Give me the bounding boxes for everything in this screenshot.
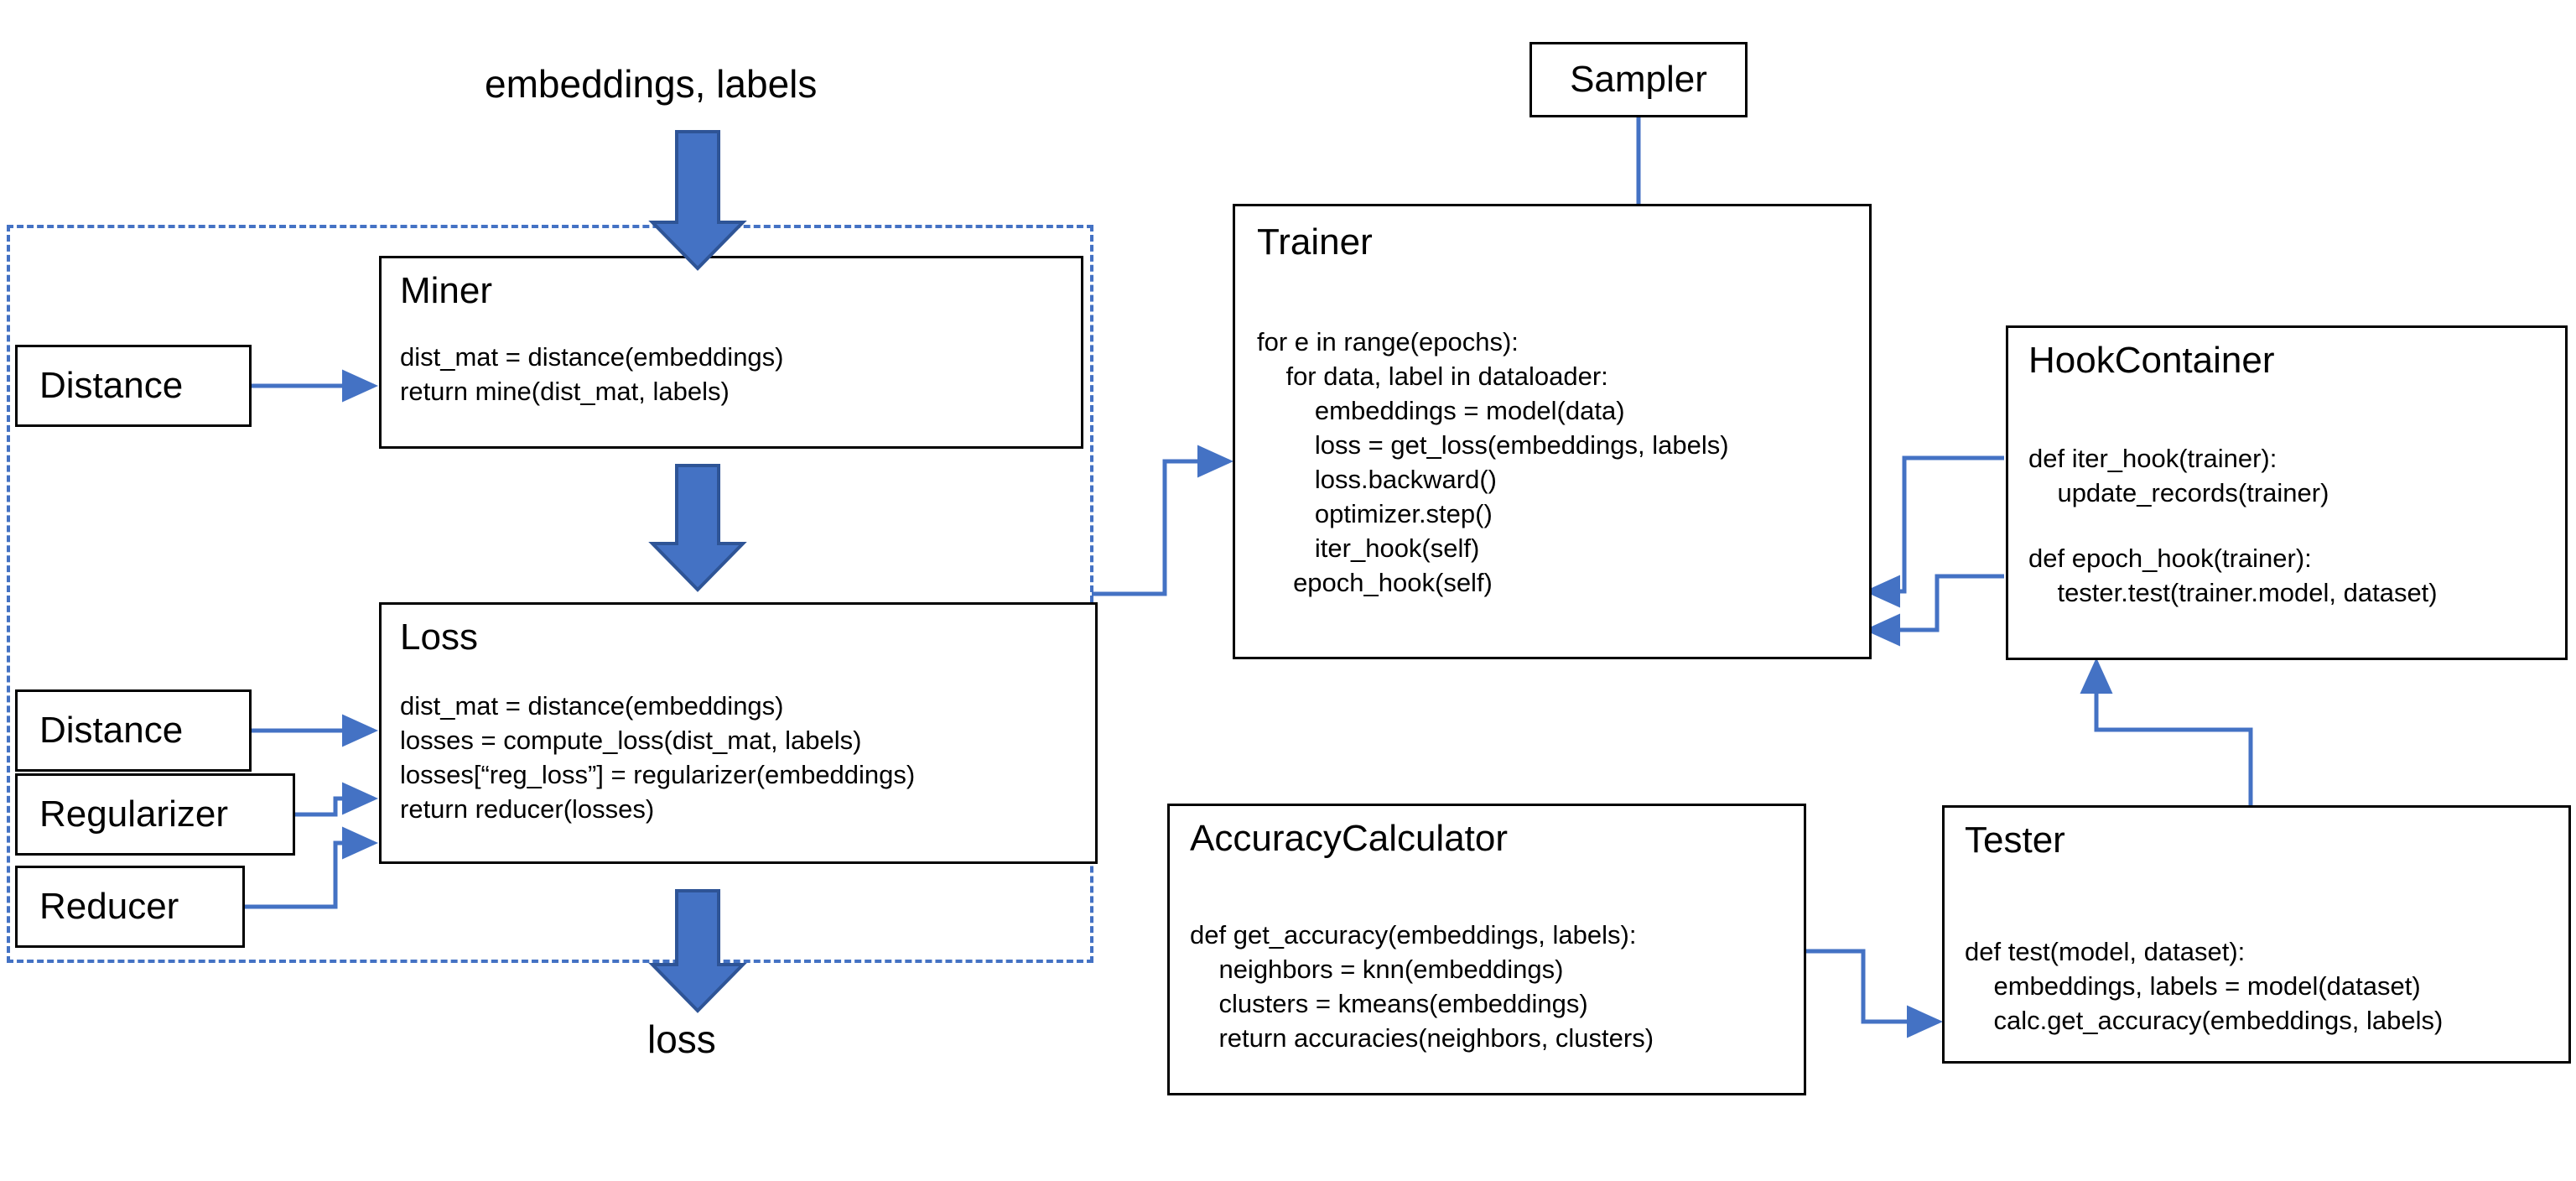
loss-title: Loss bbox=[400, 617, 478, 658]
trainer-code-line-0: for e in range(epochs): bbox=[1257, 327, 1519, 356]
trainer-code-line-7: epoch_hook(self) bbox=[1257, 568, 1493, 597]
loss-code-line-3: return reducer(losses) bbox=[400, 794, 655, 824]
trainer-code-line-1: for data, label in dataloader: bbox=[1257, 362, 1608, 391]
arrow-accuracycalculator-to-tester bbox=[1805, 949, 1944, 1038]
arrow-iterhook-to-trainer bbox=[1863, 455, 2004, 608]
node-accuracycalculator[interactable]: AccuracyCalculator def get_accuracy(embe… bbox=[1167, 804, 1806, 1095]
trainer-code-line-3: loss = get_loss(embeddings, labels) bbox=[1257, 430, 1729, 460]
distance-loss-label: Distance bbox=[39, 710, 184, 751]
node-distance-miner[interactable]: Distance bbox=[15, 345, 252, 427]
miner-title: Miner bbox=[400, 270, 493, 311]
tester-code-line-1: embeddings, labels = model(dataset) bbox=[1965, 971, 2421, 1001]
accuracycalculator-code-line-3: return accuracies(neighbors, clusters) bbox=[1190, 1023, 1654, 1053]
loss-code-line-1: losses = compute_loss(dist_mat, labels) bbox=[400, 726, 862, 755]
tester-title: Tester bbox=[1965, 819, 2065, 861]
output-label: loss bbox=[647, 1017, 716, 1061]
hookcontainer-code-line-4: tester.test(trainer.model, dataset) bbox=[2028, 578, 2438, 607]
trainer-title: Trainer bbox=[1257, 221, 1373, 263]
hookcontainer-code-line-0: def iter_hook(trainer): bbox=[2028, 444, 2277, 473]
trainer-code-line-4: loss.backward() bbox=[1257, 465, 1497, 494]
hookcontainer-code-line-1: update_records(trainer) bbox=[2028, 478, 2329, 507]
tester-code-line-0: def test(model, dataset): bbox=[1965, 937, 2246, 966]
trainer-code-line-2: embeddings = model(data) bbox=[1257, 396, 1625, 425]
hookcontainer-code-line-3: def epoch_hook(trainer): bbox=[2028, 544, 2312, 573]
node-sampler[interactable]: Sampler bbox=[1530, 42, 1748, 117]
trainer-code-line-6: iter_hook(self) bbox=[1257, 533, 1480, 563]
input-label: embeddings, labels bbox=[485, 62, 818, 106]
accuracycalculator-code-line-0: def get_accuracy(embeddings, labels): bbox=[1190, 920, 1637, 949]
accuracycalculator-code-line-1: neighbors = knn(embeddings) bbox=[1190, 955, 1564, 984]
node-trainer[interactable]: Trainer for e in range(epochs): for data… bbox=[1233, 204, 1872, 659]
loss-code-line-0: dist_mat = distance(embeddings) bbox=[400, 691, 784, 721]
miner-code-line-0: dist_mat = distance(embeddings) bbox=[400, 342, 784, 372]
accuracycalculator-title: AccuracyCalculator bbox=[1190, 818, 1509, 859]
node-reducer[interactable]: Reducer bbox=[15, 866, 245, 948]
regularizer-label: Regularizer bbox=[39, 793, 228, 835]
loss-code-line-2: losses[“reg_loss”] = regularizer(embeddi… bbox=[400, 760, 916, 789]
tester-code-line-2: calc.get_accuracy(embeddings, labels) bbox=[1965, 1006, 2444, 1035]
node-miner[interactable]: Miner dist_mat = distance(embeddings) re… bbox=[379, 256, 1083, 449]
node-regularizer[interactable]: Regularizer bbox=[15, 773, 295, 856]
accuracycalculator-code-line-2: clusters = kmeans(embeddings) bbox=[1190, 989, 1588, 1018]
sampler-label: Sampler bbox=[1570, 59, 1707, 100]
miner-code-line-1: return mine(dist_mat, labels) bbox=[400, 377, 730, 406]
distance-miner-label: Distance bbox=[39, 365, 184, 406]
arrow-tester-to-hookcontainer bbox=[2080, 657, 2253, 807]
node-tester[interactable]: Tester def test(model, dataset): embeddi… bbox=[1942, 805, 2571, 1064]
node-distance-loss[interactable]: Distance bbox=[15, 689, 252, 772]
hookcontainer-title: HookContainer bbox=[2028, 340, 2275, 381]
node-loss[interactable]: Loss dist_mat = distance(embeddings) los… bbox=[379, 602, 1098, 864]
trainer-code-line-5: optimizer.step() bbox=[1257, 499, 1493, 528]
arrow-epochhook-to-trainer bbox=[1863, 574, 2004, 647]
reducer-label: Reducer bbox=[39, 886, 179, 927]
node-hookcontainer[interactable]: HookContainer def iter_hook(trainer): up… bbox=[2006, 325, 2568, 660]
arrow-lossgroup-to-trainer bbox=[1092, 445, 1234, 596]
